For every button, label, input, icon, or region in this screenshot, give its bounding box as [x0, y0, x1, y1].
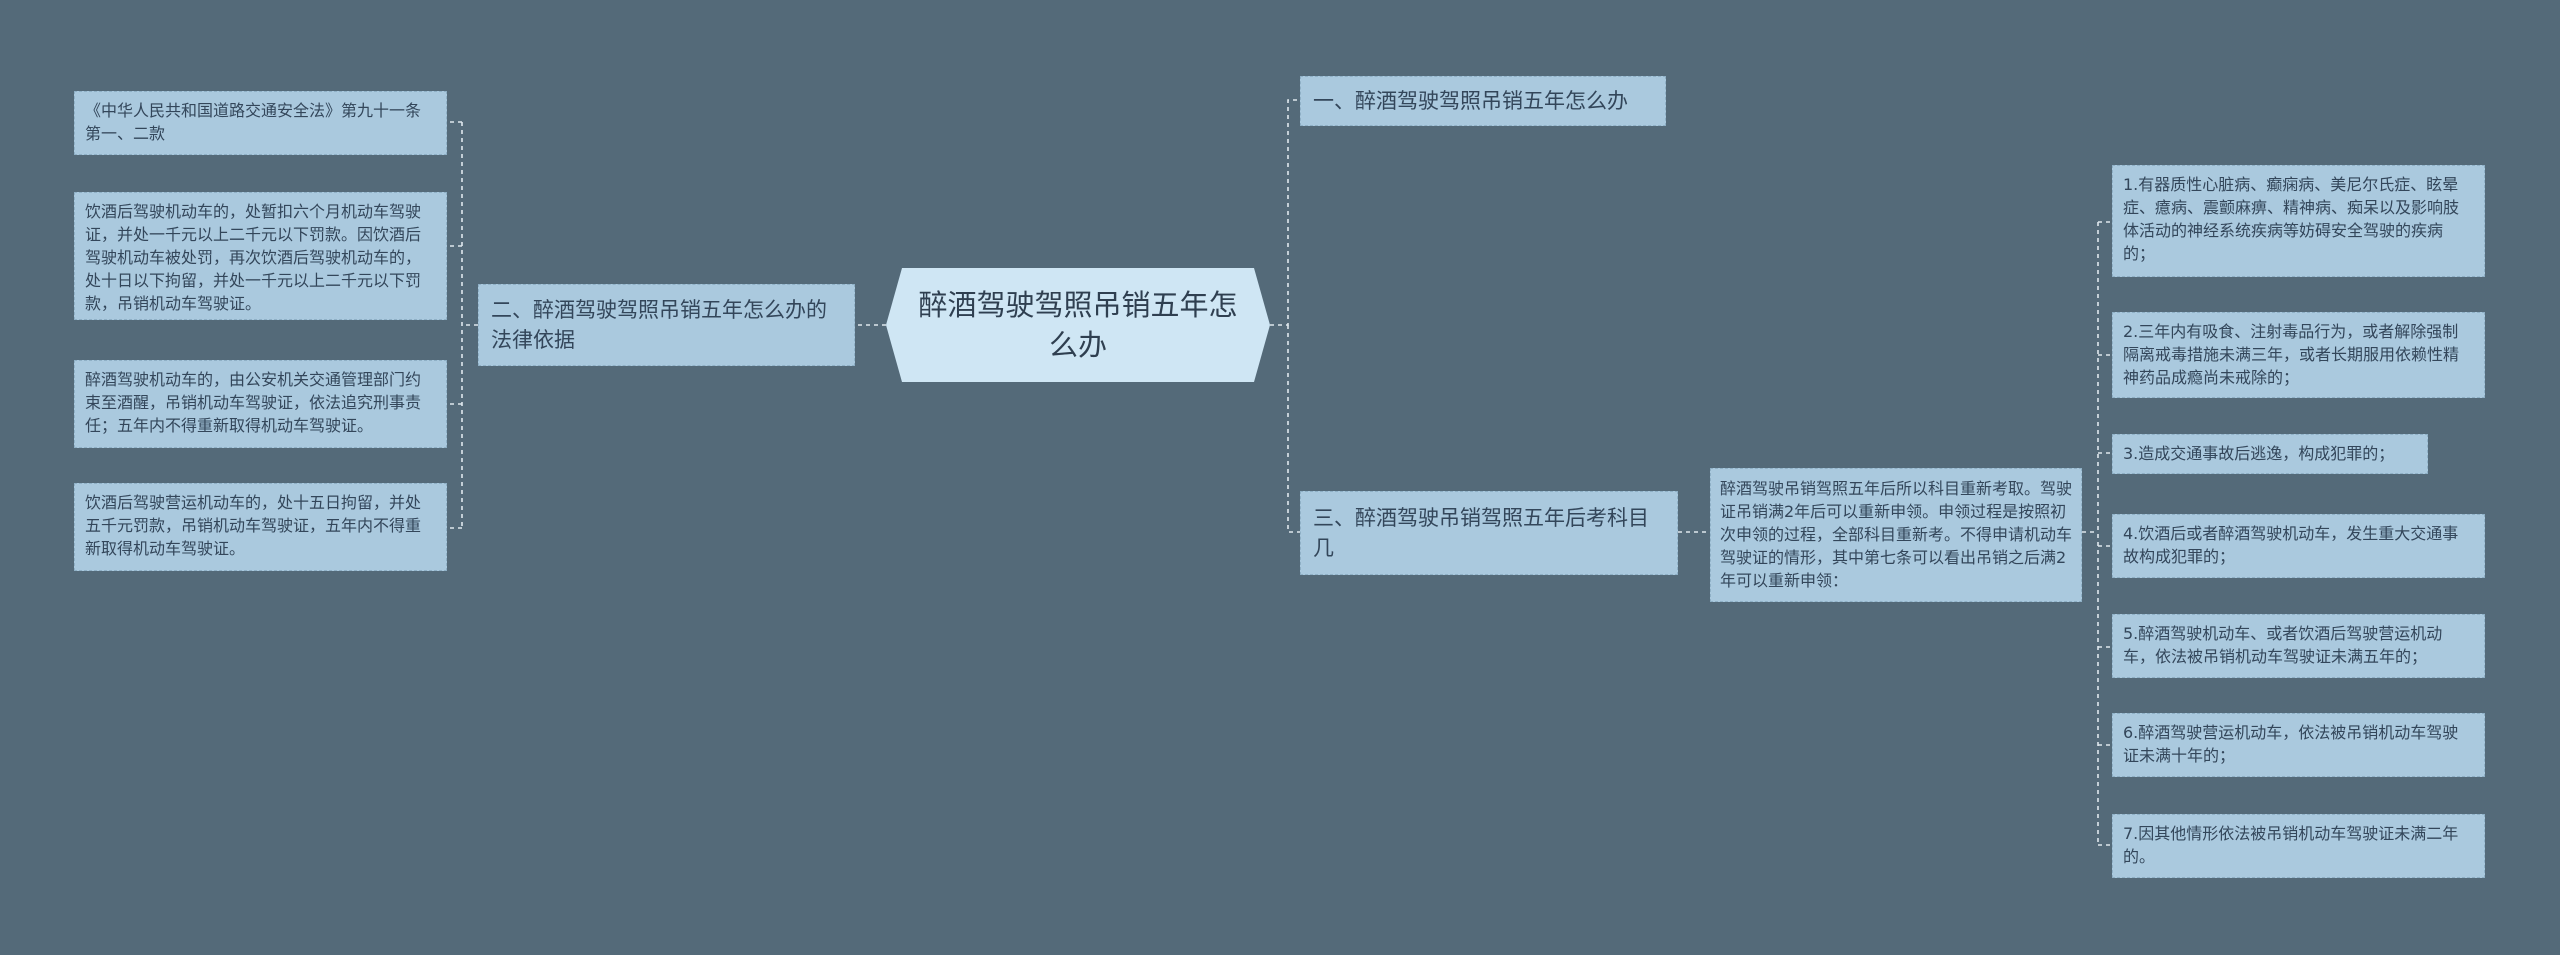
link-root-branch-3 — [1287, 325, 1300, 533]
right-leaf-1[interactable]: 1.有器质性心脏病、癫痫病、美尼尔氏症、眩晕症、癔病、震颤麻痹、精神病、痴呆以及… — [2112, 165, 2485, 277]
branch-topic-1-label: 一、醉酒驾驶驾照吊销五年怎么办 — [1313, 89, 1628, 113]
middle-topic-text: 醉酒驾驶吊销驾照五年后所以科目重新考取。驾驶证吊销满2年后可以重新申领。申领过程… — [1720, 479, 2073, 590]
right-leaf-2[interactable]: 2.三年内有吸食、注射毒品行为，或者解除强制隔离戒毒措施未满三年，或者长期服用依… — [2112, 312, 2485, 398]
right-leaf-3-text: 3.造成交通事故后逃逸，构成犯罪的； — [2123, 444, 2395, 463]
left-leaf-1-text: 《中华人民共和国道路交通安全法》第九十一条第一、二款 — [85, 101, 422, 143]
left-leaf-1[interactable]: 《中华人民共和国道路交通安全法》第九十一条第一、二款 — [74, 91, 447, 155]
right-leaf-1-text: 1.有器质性心脏病、癫痫病、美尼尔氏症、眩晕症、癔病、震颤麻痹、精神病、痴呆以及… — [2123, 175, 2460, 263]
right-leaf-6[interactable]: 6.醉酒驾驶营运机动车，依法被吊销机动车驾驶证未满十年的； — [2112, 713, 2485, 777]
left-leaf-2[interactable]: 饮酒后驾驶机动车的，处暂扣六个月机动车驾驶证，并处一千元以上二千元以下罚款。因饮… — [74, 192, 447, 320]
middle-topic[interactable]: 醉酒驾驶吊销驾照五年后所以科目重新考取。驾驶证吊销满2年后可以重新申领。申领过程… — [1710, 468, 2082, 602]
branch-topic-2[interactable]: 二、醉酒驾驶驾照吊销五年怎么办的法律依据 — [478, 284, 855, 366]
link-middle-right-leaves — [2082, 221, 2112, 846]
right-leaf-3[interactable]: 3.造成交通事故后逃逸，构成犯罪的； — [2112, 434, 2428, 474]
left-leaf-3[interactable]: 醉酒驾驶机动车的，由公安机关交通管理部门约束至酒醒，吊销机动车驾驶证，依法追究刑… — [74, 360, 447, 448]
right-leaf-4[interactable]: 4.饮酒后或者醉酒驾驶机动车，发生重大交通事故构成犯罪的； — [2112, 514, 2485, 578]
branch-topic-2-label: 二、醉酒驾驶驾照吊销五年怎么办的法律依据 — [491, 298, 827, 352]
right-leaf-5-text: 5.醉酒驾驶机动车、或者饮酒后驾驶营运机动车，依法被吊销机动车驾驶证未满五年的； — [2123, 624, 2443, 666]
right-leaf-7-text: 7.因其他情形依法被吊销机动车驾驶证未满二年的。 — [2123, 824, 2459, 866]
right-leaf-4-text: 4.饮酒后或者醉酒驾驶机动车，发生重大交通事故构成犯罪的； — [2123, 524, 2459, 566]
right-leaf-5[interactable]: 5.醉酒驾驶机动车、或者饮酒后驾驶营运机动车，依法被吊销机动车驾驶证未满五年的； — [2112, 614, 2485, 678]
link-root-branch-1 — [1270, 99, 1300, 326]
right-leaf-7[interactable]: 7.因其他情形依法被吊销机动车驾驶证未满二年的。 — [2112, 814, 2485, 878]
left-leaf-4[interactable]: 饮酒后驾驶营运机动车的，处十五日拘留，并处五千元罚款，吊销机动车驾驶证，五年内不… — [74, 483, 447, 571]
left-leaf-2-text: 饮酒后驾驶机动车的，处暂扣六个月机动车驾驶证，并处一千元以上二千元以下罚款。因饮… — [85, 202, 422, 313]
branch-topic-3[interactable]: 三、醉酒驾驶吊销驾照五年后考科目几 — [1300, 491, 1678, 575]
link-branch-2-leaves — [447, 121, 478, 529]
left-leaf-3-text: 醉酒驾驶机动车的，由公安机关交通管理部门约束至酒醒，吊销机动车驾驶证，依法追究刑… — [85, 370, 422, 435]
branch-topic-1[interactable]: 一、醉酒驾驶驾照吊销五年怎么办 — [1300, 76, 1666, 126]
branch-topic-3-label: 三、醉酒驾驶吊销驾照五年后考科目几 — [1313, 506, 1649, 560]
right-leaf-6-text: 6.醉酒驾驶营运机动车，依法被吊销机动车驾驶证未满十年的； — [2123, 723, 2459, 765]
right-leaf-2-text: 2.三年内有吸食、注射毒品行为，或者解除强制隔离戒毒措施未满三年，或者长期服用依… — [2123, 322, 2460, 387]
left-leaf-4-text: 饮酒后驾驶营运机动车的，处十五日拘留，并处五千元罚款，吊销机动车驾驶证，五年内不… — [85, 493, 422, 558]
root-topic-label: 醉酒驾驶驾照吊销五年怎么办 — [918, 288, 1238, 362]
root-topic[interactable]: 醉酒驾驶驾照吊销五年怎么办 — [886, 268, 1270, 382]
